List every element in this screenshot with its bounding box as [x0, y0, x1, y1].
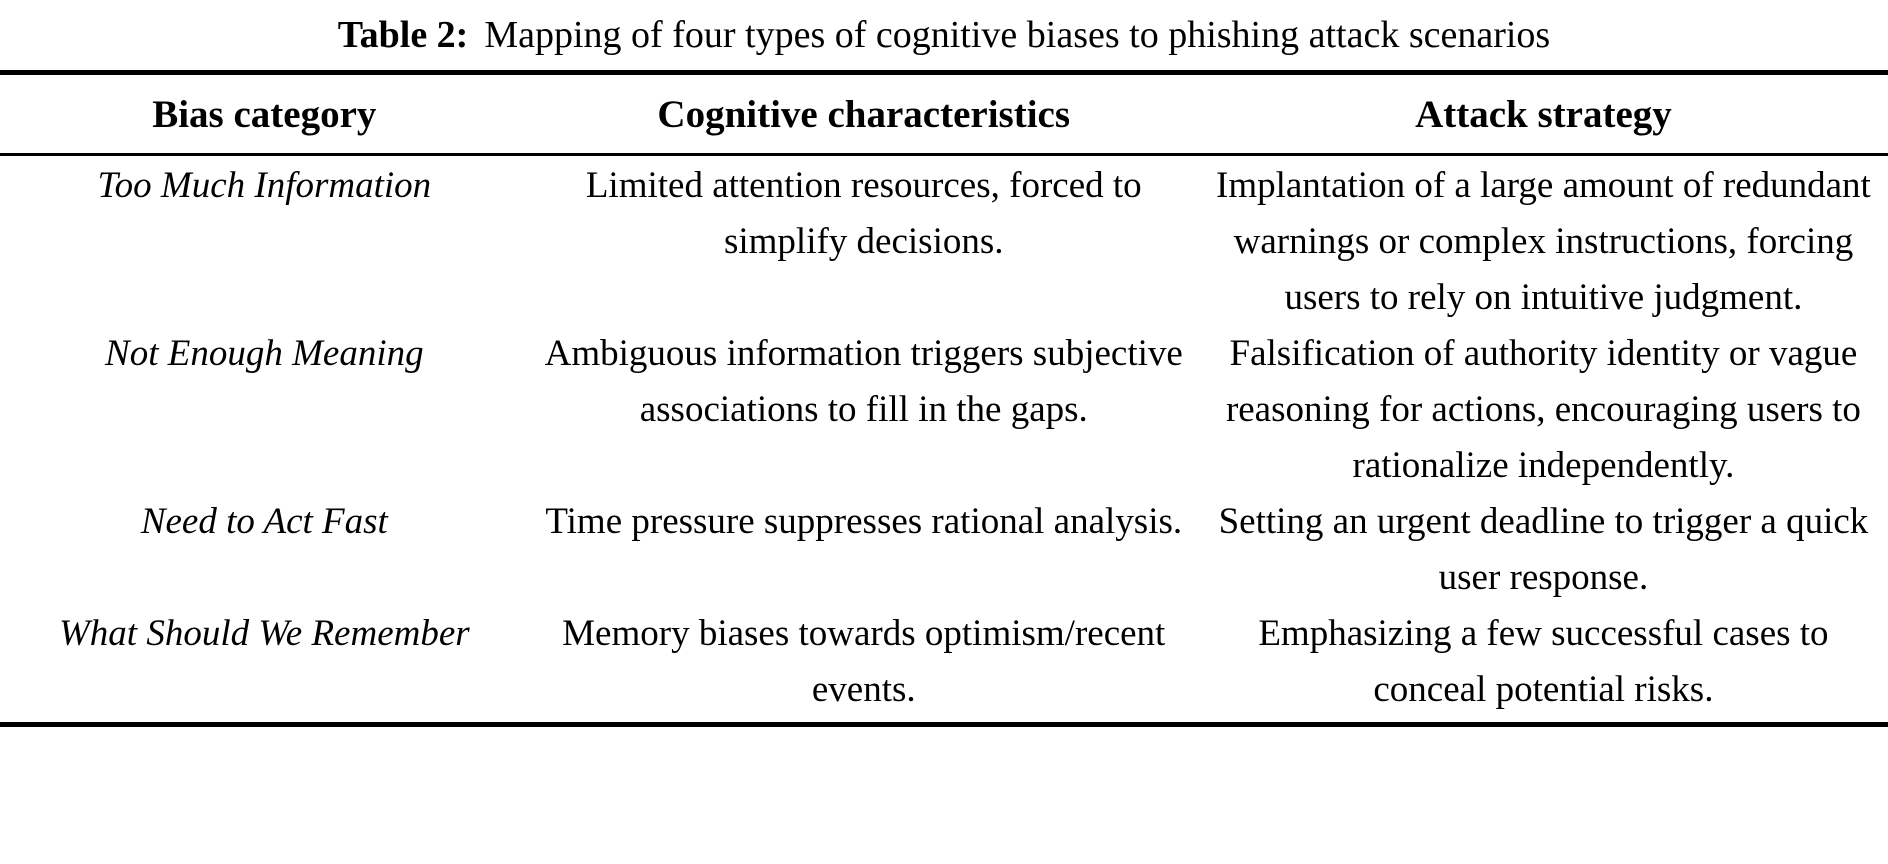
column-header-attack-strategy: Attack strategy: [1198, 72, 1888, 156]
table-caption-text: Mapping of four types of cognitive biase…: [484, 14, 1551, 56]
cell-bias-category: What Should We Remember: [58, 613, 470, 654]
table-caption: Table 2: Mapping of four types of cognit…: [0, 0, 1888, 70]
table-row: Need to Act Fast Time pressure suppresse…: [0, 494, 1888, 606]
cell-cognitive-characteristics: Memory biases towards optimism/recent ev…: [562, 613, 1166, 710]
table-caption-label: Table 2:: [337, 14, 469, 56]
column-header-bias-category: Bias category: [0, 72, 529, 156]
cell-attack-strategy: Emphasizing a few successful cases to co…: [1258, 613, 1829, 710]
table-header: Bias category Cognitive characteristics …: [0, 72, 1888, 156]
cell-attack-strategy: Setting an urgent deadline to trigger a …: [1218, 501, 1869, 598]
table-row: What Should We Remember Memory biases to…: [0, 606, 1888, 725]
cell-cognitive-characteristics: Ambiguous information triggers subjectiv…: [544, 333, 1183, 430]
header-row: Bias category Cognitive characteristics …: [0, 72, 1888, 156]
cell-cognitive-characteristics: Time pressure suppresses rational analys…: [545, 501, 1183, 542]
cell-attack-strategy: Falsification of authority identity or v…: [1225, 333, 1861, 486]
column-header-cognitive-characteristics: Cognitive characteristics: [528, 72, 1199, 156]
cell-cognitive-characteristics: Limited attention resources, forced to s…: [585, 165, 1142, 262]
table-row: Too Much Information Limited attention r…: [0, 155, 1888, 327]
cognitive-biases-table: Bias category Cognitive characteristics …: [0, 70, 1888, 727]
table-body: Too Much Information Limited attention r…: [0, 155, 1888, 725]
table-row: Not Enough Meaning Ambiguous information…: [0, 326, 1888, 494]
cell-bias-category: Need to Act Fast: [140, 501, 388, 542]
cell-bias-category: Too Much Information: [97, 165, 432, 206]
cell-attack-strategy: Implantation of a large amount of redund…: [1216, 165, 1871, 318]
cell-bias-category: Not Enough Meaning: [105, 333, 424, 374]
